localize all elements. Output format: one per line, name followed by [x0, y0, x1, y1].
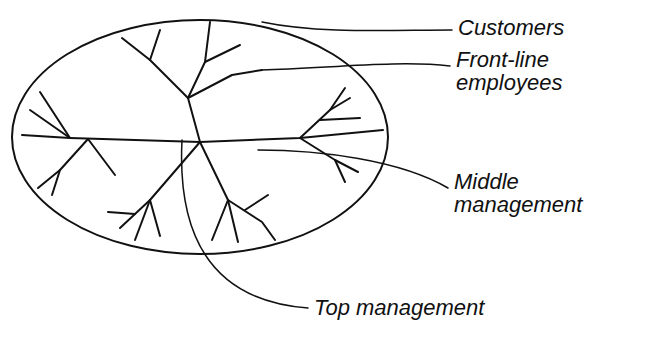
callout-label: Top management [314, 296, 614, 319]
callout-label: Front-line employees [456, 48, 606, 94]
callout-label: Middle management [454, 170, 639, 216]
organization-ellipse [12, 20, 388, 254]
leader-lines [182, 22, 452, 308]
callout-label: Customers [458, 16, 638, 39]
tree-branches [22, 22, 383, 242]
